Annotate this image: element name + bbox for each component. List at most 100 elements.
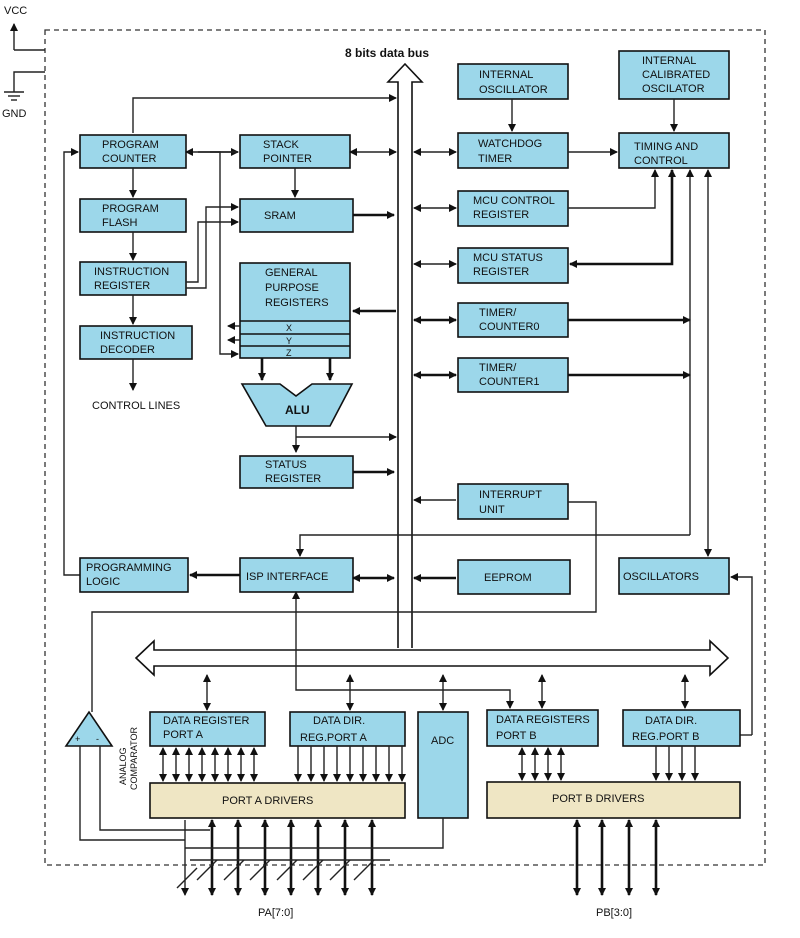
svg-text:COMPARATOR: COMPARATOR — [129, 726, 139, 790]
programming-logic: PROGRAMMING LOGIC — [79, 557, 189, 593]
svg-text:ADC: ADC — [431, 735, 454, 747]
port-b-arrows — [518, 746, 699, 896]
mcu-control-register: MCU CONTROL REGISTER — [457, 190, 569, 227]
eeprom: EEPROM — [457, 559, 571, 595]
stack-pointer: STACK POINTER — [239, 134, 351, 169]
timing-and-control: TIMING AND CONTROL — [618, 132, 730, 169]
vcc-label: VCC — [4, 5, 27, 17]
svg-text:COUNTER1: COUNTER1 — [479, 376, 540, 388]
program-flash: PROGRAM FLASH — [79, 198, 187, 233]
svg-text:COUNTER: COUNTER — [102, 153, 156, 165]
power-pins: VCC GND — [2, 5, 45, 120]
svg-text:ISP INTERFACE: ISP INTERFACE — [246, 571, 328, 583]
data-registers-port-b: DATA REGISTERS PORT B — [486, 709, 599, 747]
svg-text:PROGRAM: PROGRAM — [102, 139, 159, 151]
status-register: STATUS REGISTER — [239, 455, 354, 489]
svg-text:SRAM: SRAM — [264, 210, 296, 222]
svg-text:PORT A DRIVERS: PORT A DRIVERS — [222, 795, 313, 807]
gnd-label: GND — [2, 108, 27, 120]
internal-calibrated-oscillator: INTERNAL CALIBRATED OSCILATOR — [618, 50, 730, 100]
svg-text:DATA DIR.: DATA DIR. — [645, 715, 697, 727]
port-a-pins-label: PA[7:0] — [258, 907, 293, 919]
data-bus-vertical: 8 bits data bus — [345, 46, 429, 648]
svg-text:TIMER/: TIMER/ — [479, 362, 517, 374]
svg-text:INTERNAL: INTERNAL — [479, 69, 533, 81]
svg-text:PORT B DRIVERS: PORT B DRIVERS — [552, 793, 645, 805]
isp-interface: ISP INTERFACE — [239, 557, 354, 593]
alu: ALU — [240, 383, 354, 427]
oscillators: OSCILLATORS — [618, 557, 730, 595]
svg-text:OSCILLATOR: OSCILLATOR — [479, 84, 548, 96]
port-a-drivers: PORT A DRIVERS — [149, 782, 406, 819]
timer-counter1: TIMER/ COUNTER1 — [457, 357, 569, 393]
svg-text:UNIT: UNIT — [479, 504, 505, 516]
svg-text:EEPROM: EEPROM — [484, 572, 532, 584]
interrupt-unit: INTERRUPT UNIT — [457, 483, 569, 520]
port-b-pins-label: PB[3:0] — [596, 907, 632, 919]
signal-arrow — [353, 859, 375, 881]
svg-text:INSTRUCTION: INSTRUCTION — [100, 330, 175, 342]
svg-text:DECODER: DECODER — [100, 344, 155, 356]
mcu-status-register: MCU STATUS REGISTER — [457, 247, 569, 284]
port-b-drivers: PORT B DRIVERS — [486, 781, 741, 819]
svg-text:PURPOSE: PURPOSE — [265, 282, 319, 294]
svg-text:POINTER: POINTER — [263, 153, 312, 165]
instruction-decoder: INSTRUCTION DECODER — [79, 325, 193, 360]
svg-text:REGISTER: REGISTER — [473, 209, 529, 221]
svg-text:ALU: ALU — [285, 403, 310, 417]
svg-text:OSCILATOR: OSCILATOR — [642, 83, 705, 95]
svg-text:MCU CONTROL: MCU CONTROL — [473, 195, 555, 207]
instruction-register: INSTRUCTION REGISTER — [79, 261, 187, 296]
svg-text:INTERNAL: INTERNAL — [642, 55, 696, 67]
svg-text:ANALOG: ANALOG — [118, 747, 128, 785]
data-dir-reg-port-a: DATA DIR. REG.PORT A — [289, 711, 406, 747]
svg-text:TIMER/: TIMER/ — [479, 307, 517, 319]
svg-text:FLASH: FLASH — [102, 217, 138, 229]
svg-text:DATA REGISTERS: DATA REGISTERS — [496, 714, 590, 726]
svg-text:TIMER: TIMER — [478, 153, 512, 165]
data-bus-horizontal — [134, 639, 730, 677]
svg-text:REGISTER: REGISTER — [473, 266, 529, 278]
signal-arrow — [196, 859, 218, 881]
program-counter: PROGRAM COUNTER — [79, 134, 187, 169]
sram: SRAM — [239, 198, 354, 233]
control-lines-label: CONTROL LINES — [92, 400, 180, 412]
svg-text:REG.PORT B: REG.PORT B — [632, 731, 699, 743]
watchdog-timer: WATCHDOG TIMER — [457, 132, 569, 169]
data-register-port-a: DATA REGISTER PORT A — [149, 711, 266, 747]
svg-text:X: X — [286, 323, 292, 333]
svg-text:MCU STATUS: MCU STATUS — [473, 252, 543, 264]
signal-arrow — [176, 867, 198, 889]
svg-text:CONTROL: CONTROL — [634, 155, 688, 167]
svg-text:WATCHDOG: WATCHDOG — [478, 138, 542, 150]
svg-text:INSTRUCTION: INSTRUCTION — [94, 266, 169, 278]
svg-text:OSCILLATORS: OSCILLATORS — [623, 571, 699, 583]
signal-arrow — [329, 859, 351, 881]
svg-text:STATUS: STATUS — [265, 459, 307, 471]
data-dir-reg-port-b: DATA DIR. REG.PORT B — [622, 709, 741, 747]
svg-text:COUNTER0: COUNTER0 — [479, 321, 540, 333]
signal-arrow — [249, 859, 271, 881]
svg-text:INTERRUPT: INTERRUPT — [479, 489, 542, 501]
chip-boundary — [44, 29, 766, 866]
timer-counter0: TIMER/ COUNTER0 — [457, 302, 569, 338]
svg-text:Z: Z — [286, 348, 292, 358]
signal-arrow — [302, 859, 324, 881]
svg-text:-: - — [96, 734, 99, 744]
internal-oscillator: INTERNAL OSCILLATOR — [457, 63, 569, 100]
signal-arrow — [276, 859, 298, 881]
svg-text:Y: Y — [286, 336, 292, 346]
svg-text:TIMING AND: TIMING AND — [634, 141, 698, 153]
signal-arrow — [223, 859, 245, 881]
svg-text:CALIBRATED: CALIBRATED — [642, 69, 710, 81]
adc: ADC — [417, 711, 469, 819]
general-purpose-registers: GENERAL PURPOSE REGISTERS X Y Z — [239, 262, 351, 359]
analog-comparator: + - ANALOG COMPARATOR — [64, 710, 210, 841]
svg-text:REG.PORT A: REG.PORT A — [300, 732, 368, 744]
port-a-arrows — [159, 746, 406, 896]
svg-text:LOGIC: LOGIC — [86, 576, 120, 588]
svg-text:DATA DIR.: DATA DIR. — [313, 715, 365, 727]
svg-text:PORT A: PORT A — [163, 729, 204, 741]
data-bus-title: 8 bits data bus — [345, 46, 429, 60]
